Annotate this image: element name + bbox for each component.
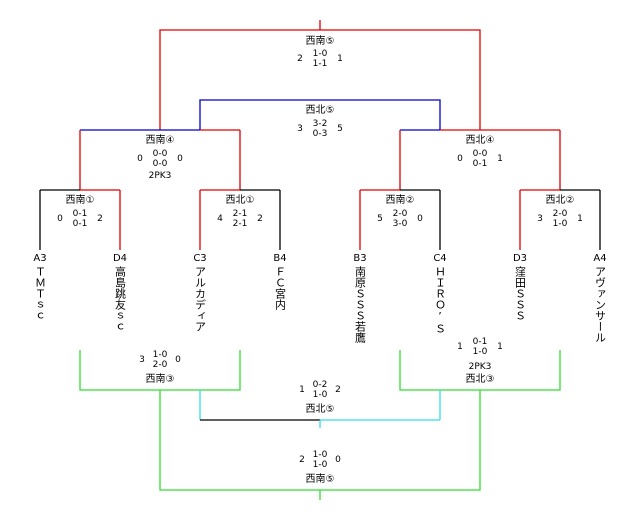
w4-score2: 0-0 — [152, 159, 168, 169]
w5b-label: 西南⑤ — [305, 474, 335, 485]
team-name: ＦＣ宮内 — [273, 266, 287, 310]
team-seed: D3 — [512, 253, 528, 264]
n5-label: 西北⑤ — [305, 105, 335, 116]
n1-right: 2 — [257, 214, 263, 224]
w2-score1: 2-0 — [392, 209, 408, 219]
team-seed: C3 — [193, 253, 207, 264]
n2-score2: 1-0 — [552, 219, 568, 229]
w1-label: 西南① — [65, 195, 95, 206]
w5b-right: 0 — [335, 455, 341, 465]
w1-score2: 0-1 — [72, 219, 88, 229]
w1-right: 2 — [97, 214, 103, 224]
team-name: アヴァンサール — [593, 266, 607, 343]
n5b-left: 1 — [299, 385, 305, 395]
w5-right: 1 — [337, 54, 343, 64]
w3-right: 0 — [175, 355, 181, 365]
team-seed: B3 — [353, 253, 367, 264]
team-seed: D4 — [112, 253, 128, 264]
n3-label: 西北③ — [465, 374, 495, 385]
w5b-score2: 1-0 — [312, 460, 328, 470]
w5b-score1: 1-0 — [312, 450, 328, 460]
n4-right: 1 — [497, 154, 503, 164]
w3-score1: 1-0 — [152, 350, 168, 360]
n2-left: 3 — [537, 214, 543, 224]
w1-score1: 0-1 — [72, 209, 88, 219]
team-seed: A4 — [593, 253, 607, 264]
n5-score2: 0-3 — [312, 129, 328, 139]
n1-label: 西北① — [225, 195, 255, 206]
w3-score2: 2-0 — [152, 360, 168, 370]
n5-right: 5 — [337, 124, 343, 134]
n5b-right: 2 — [335, 385, 341, 395]
w3-left: 3 — [139, 355, 145, 365]
w5-score2: 1-1 — [312, 59, 328, 69]
n3-score1: 0-1 — [472, 337, 488, 347]
team-name: 南原ＳＳＳ若鷹 — [353, 266, 367, 343]
n4-left: 0 — [457, 154, 463, 164]
w5-label: 西南⑤ — [305, 36, 335, 47]
team-seed: C4 — [433, 253, 447, 264]
team-seed: B4 — [273, 253, 287, 264]
w5-left: 2 — [297, 54, 303, 64]
n1-score1: 2-1 — [232, 209, 248, 219]
n2-score1: 2-0 — [552, 209, 568, 219]
n1-score2: 2-1 — [232, 219, 248, 229]
w5-score1: 1-0 — [312, 49, 328, 59]
team-name: 窪田ＳＳＳ — [513, 266, 527, 321]
team-seed: A3 — [33, 253, 47, 264]
n3-left: 1 — [457, 342, 463, 352]
w5b-left: 2 — [299, 455, 305, 465]
w4-left: 0 — [137, 154, 143, 164]
team-name: ＴＭＴｓｃ — [33, 266, 47, 321]
n5-score1: 3-2 — [312, 119, 328, 129]
w2-left: 5 — [377, 214, 383, 224]
n3-pk: 2PK3 — [468, 362, 492, 372]
w3-label: 西南③ — [145, 374, 175, 385]
n2-right: 1 — [577, 214, 583, 224]
n5b-score2: 1-0 — [312, 390, 328, 400]
n5-left: 3 — [297, 124, 303, 134]
n4-label: 西北④ — [465, 135, 495, 146]
w2-right: 0 — [417, 214, 423, 224]
n2-label: 西北② — [545, 195, 575, 206]
w1-left: 0 — [57, 214, 63, 224]
n5b-score1: 0-2 — [312, 380, 328, 390]
n1-left: 4 — [217, 214, 223, 224]
w4-pk: 2PK3 — [148, 171, 172, 181]
n4-score1: 0-0 — [472, 149, 488, 159]
n3-score2: 1-0 — [472, 347, 488, 357]
semi-top-bracket — [199, 99, 441, 130]
team-name: 高島跳友ｓｃ — [113, 266, 127, 332]
w2-label: 西南② — [385, 195, 415, 206]
n4-score2: 0-1 — [472, 159, 488, 169]
w4-right: 0 — [177, 154, 183, 164]
n5b-label: 西北⑤ — [305, 404, 335, 415]
w2-score2: 3-0 — [392, 219, 408, 229]
team-name: ＨＩＲＯ’Ｓ — [433, 266, 447, 334]
n3-right: 1 — [497, 342, 503, 352]
final-top-bracket — [159, 29, 481, 130]
w4-label: 西南④ — [145, 135, 175, 146]
w4-score1: 0-0 — [152, 149, 168, 159]
team-name: アルカディア — [193, 266, 207, 332]
